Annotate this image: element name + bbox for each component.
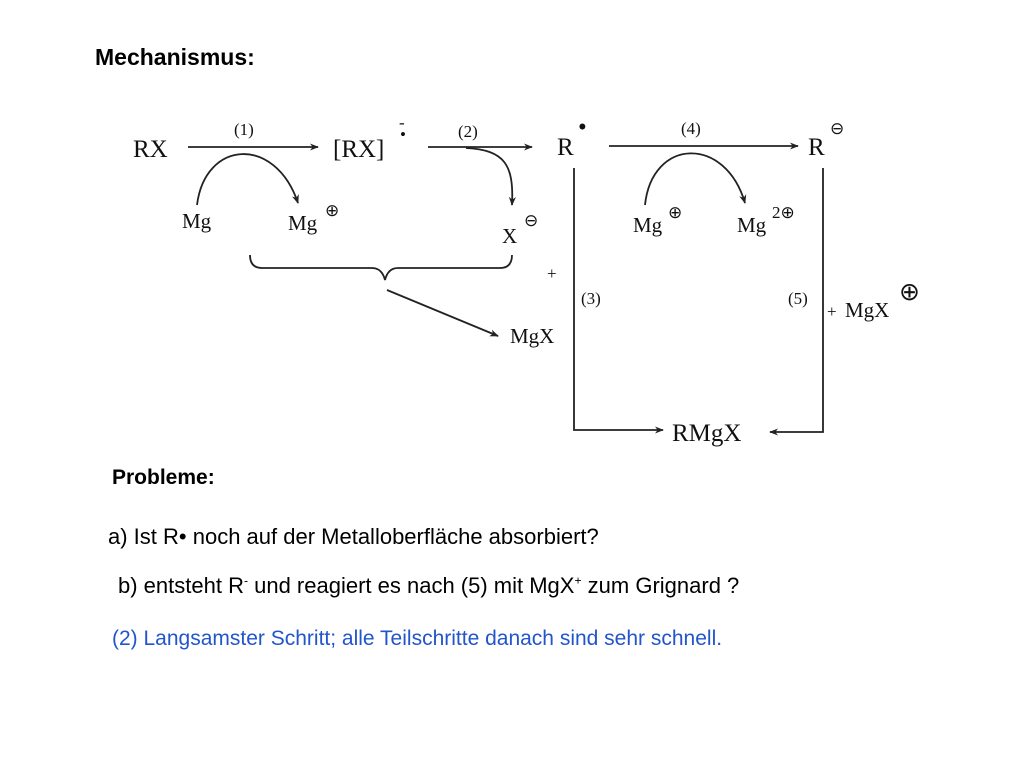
problems-heading: Probleme: bbox=[112, 466, 215, 489]
species-rx-radical-anion: [RX] bbox=[333, 136, 384, 163]
problem-a-suffix: noch auf der Metalloberfläche absorbiert… bbox=[186, 524, 599, 549]
problem-b-part-2: und reagiert es nach (5) mit MgX bbox=[247, 573, 575, 598]
species-rmgx: RMgX bbox=[672, 420, 741, 447]
problem-b: b) entsteht R- und reagiert es nach (5) … bbox=[118, 573, 739, 599]
problem-b-part-1: b) entsteht R bbox=[118, 573, 244, 598]
species-mg-2plus: Mg bbox=[737, 213, 767, 237]
species-rx: RX bbox=[133, 136, 168, 163]
arrow-step-3 bbox=[573, 168, 664, 434]
species-mg: Mg bbox=[182, 209, 212, 233]
species-mg-2plus-charge: 2⊕ bbox=[772, 203, 795, 222]
problem-b-minus-sup: - bbox=[243, 573, 248, 588]
plus-sign-left: + bbox=[547, 264, 557, 283]
radical-dot: • bbox=[178, 524, 187, 549]
species-rx-charge: - bbox=[399, 113, 405, 132]
arrow-step-5 bbox=[769, 168, 824, 436]
species-x-minus: X bbox=[502, 224, 517, 248]
species-r-anion-charge: ⊖ bbox=[830, 119, 844, 138]
step-label-2: (2) bbox=[458, 122, 478, 141]
problem-b-plus-sup: + bbox=[574, 573, 582, 588]
species-mg-plus-2: Mg bbox=[633, 213, 663, 237]
species-mg-plus: Mg bbox=[288, 211, 318, 235]
species-rx-radical-dot: • bbox=[400, 125, 406, 144]
problem-a-prefix: a) Ist R bbox=[108, 524, 179, 549]
brace-bracket bbox=[249, 254, 513, 281]
step-label-4: (4) bbox=[681, 119, 701, 138]
species-mg-plus-charge: ⊕ bbox=[325, 201, 339, 220]
curved-arrow-mg-oxidation bbox=[196, 153, 299, 206]
problem-a: a) Ist R• noch auf der Metalloberfläche … bbox=[108, 524, 599, 550]
species-mgx-plus: MgX bbox=[845, 298, 889, 322]
species-x-minus-charge: ⊖ bbox=[524, 211, 538, 230]
species-mg-plus-2-charge: ⊕ bbox=[668, 203, 682, 222]
species-r-anion: R bbox=[808, 134, 825, 161]
species-mgx: MgX bbox=[510, 324, 554, 348]
rate-determining-note: (2) Langsamster Schritt; alle Teilschrit… bbox=[112, 627, 723, 650]
arrow-to-mgx bbox=[386, 289, 499, 337]
step-label-5: (5) bbox=[788, 289, 808, 308]
step-label-3: (3) bbox=[581, 289, 601, 308]
species-r-radical-dot: • bbox=[578, 114, 587, 141]
curved-arrow-mg-oxidation-2 bbox=[644, 152, 747, 206]
problem-b-part-3: zum Grignard ? bbox=[581, 573, 740, 598]
species-mgx-plus-charge: ⊕ bbox=[899, 279, 920, 306]
curved-arrow-x-minus bbox=[465, 147, 516, 206]
species-r-radical: R bbox=[557, 134, 574, 161]
step-label-1: (1) bbox=[234, 120, 254, 139]
plus-sign-right: + bbox=[827, 302, 837, 321]
page-title: Mechanismus: bbox=[95, 44, 255, 70]
